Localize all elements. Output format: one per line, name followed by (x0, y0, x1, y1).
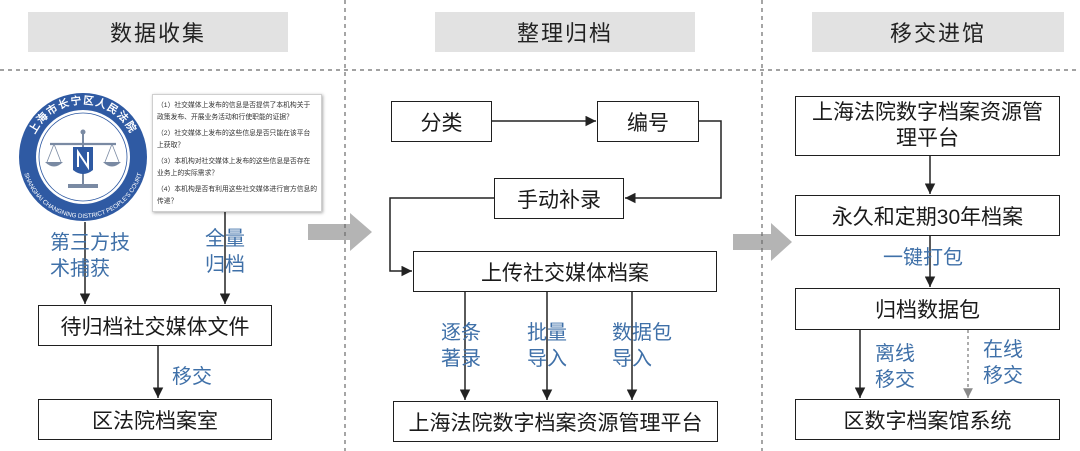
question-line: 上获取？ (157, 142, 185, 149)
arrow-number-to-manual (625, 120, 722, 204)
edge-label-line: 导入 (527, 348, 567, 370)
edge-label-itemized: 逐条 著录 (441, 320, 481, 372)
edge-label-full-archive: 全量 归档 (205, 226, 245, 278)
arrow-manual-to-upload (389, 197, 494, 277)
stage-arrow-collect-to-organize (308, 213, 372, 251)
edge-label-capture: 第三方技 术捕获 (50, 230, 130, 282)
appraisal-questions-box: （1）社交媒体上发布的信息是否提供了本机构关于 政策发布、开展业务活动和行使职能… (152, 94, 322, 212)
edge-label-line: 离线 (875, 343, 915, 365)
shield-emblem-icon (73, 147, 93, 174)
node-manual-entry: 手动补录 (494, 178, 624, 219)
edge-label-line: 批量 (527, 322, 567, 344)
header-organize: 整理归档 (435, 12, 695, 52)
edge-label-one-click-pack: 一键打包 (883, 247, 963, 269)
node-district-archive-system: 区数字档案馆系统 (795, 399, 1060, 440)
question-item: （4）本机构是否有利用这些社交媒体进行官方信息的 传递？ (157, 184, 319, 208)
header-collect: 数据收集 (28, 12, 288, 52)
edge-label-package-import: 数据包 导入 (612, 320, 672, 372)
node-classify: 分类 (391, 101, 492, 142)
question-line: （1）社交媒体上发布的信息是否提供了本机构关于 (157, 102, 311, 109)
edge-label-line: 第三方技 (50, 232, 130, 254)
header-transfer: 移交进馆 (812, 12, 1064, 52)
edge-label-line: 导入 (612, 348, 652, 370)
edge-label-offline: 离线 移交 (875, 341, 915, 393)
court-seal-logo: 上海市长宁区人民法院 SHANGHAI CHANGNING DISTRICT P… (19, 93, 147, 221)
node-upload: 上传社交媒体档案 (413, 251, 717, 292)
question-item: （2）社交媒体上发布的这些信息是否只能在该平台 上获取？ (157, 128, 319, 152)
edge-label-line: 移交 (983, 365, 1023, 387)
edge-label-line: 移交 (875, 369, 915, 391)
node-platform-line: 上海法院数字档案资源管 (812, 101, 1043, 124)
node-pending-files: 待归档社交媒体文件 (38, 305, 272, 346)
seal-inner-line (38, 112, 128, 202)
question-line: （2）社交媒体上发布的这些信息是否只能在该平台 (157, 130, 311, 137)
question-line: （4）本机构是否有利用这些社交媒体进行官方信息的 (157, 186, 318, 193)
edge-label-line: 术捕获 (50, 258, 110, 280)
question-line: 业务上的实际需求？ (157, 170, 219, 177)
edge-label-line: 著录 (441, 348, 481, 370)
edge-label-line: 归档 (205, 254, 245, 276)
question-item: （3）本机构对社交媒体上发布的这些信息是否存在 业务上的实际需求？ (157, 156, 319, 180)
node-retention: 永久和定期30年档案 (795, 195, 1060, 236)
node-platform-line: 理平台 (896, 127, 959, 150)
node-archive-room: 区法院档案室 (38, 399, 272, 440)
edge-label-line: 逐条 (441, 322, 481, 344)
question-item: （1）社交媒体上发布的信息是否提供了本机构关于 政策发布、开展业务活动和行使职能… (157, 100, 319, 124)
question-line: 政策发布、开展业务活动和行使职能的证据？ (157, 114, 293, 121)
question-line: （3）本机构对社交媒体上发布的这些信息是否存在 (157, 158, 311, 165)
edge-label-line: 在线 (983, 339, 1023, 361)
node-platform-transfer: 上海法院数字档案资源管 理平台 (795, 96, 1060, 156)
edge-label-online: 在线 移交 (983, 337, 1023, 389)
node-number: 编号 (597, 101, 699, 142)
edge-label-transfer: 移交 (172, 366, 212, 388)
question-line: 传递？ (157, 198, 178, 205)
node-platform-organize: 上海法院数字档案资源管理平台 (393, 401, 718, 442)
edge-label-line: 全量 (205, 228, 245, 250)
edge-label-line: 数据包 (612, 322, 672, 344)
edge-label-batch: 批量 导入 (527, 320, 567, 372)
node-archive-package: 归档数据包 (795, 288, 1060, 330)
